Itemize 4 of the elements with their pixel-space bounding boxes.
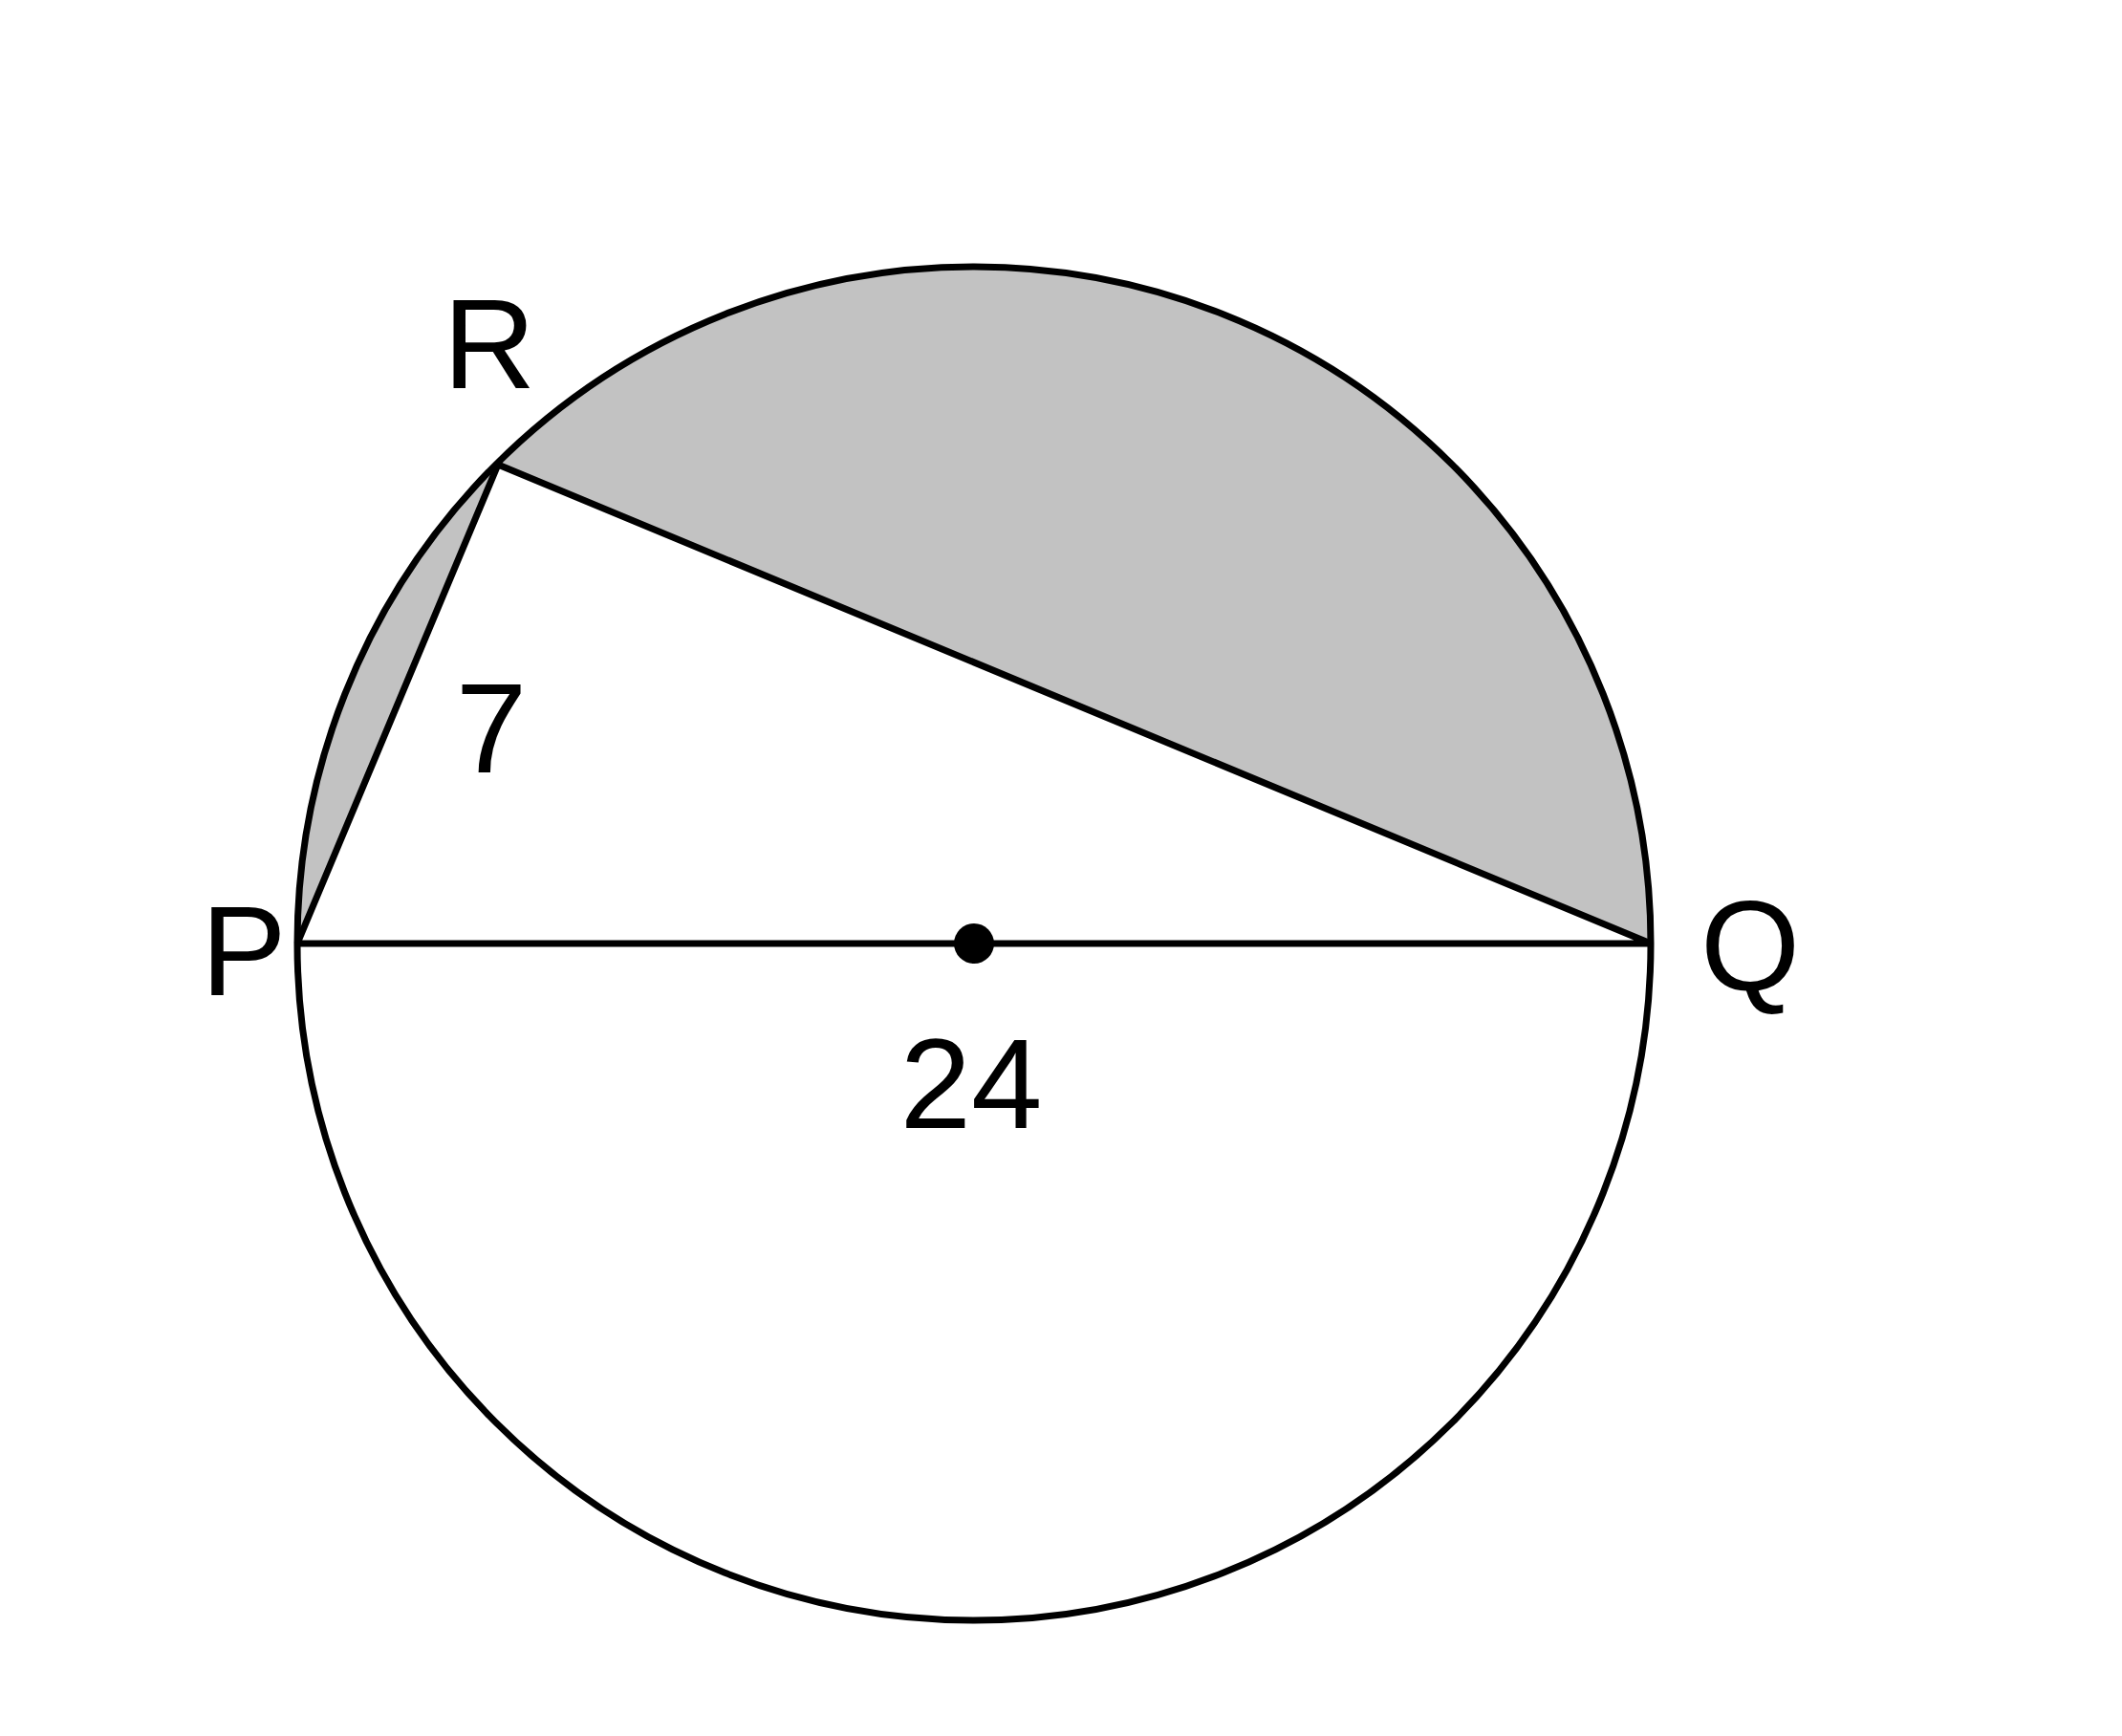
length-label: 24 [899, 1020, 1043, 1148]
length-label: 7 [455, 664, 528, 792]
point-label: R [443, 280, 536, 408]
point-label: P [201, 887, 287, 1015]
